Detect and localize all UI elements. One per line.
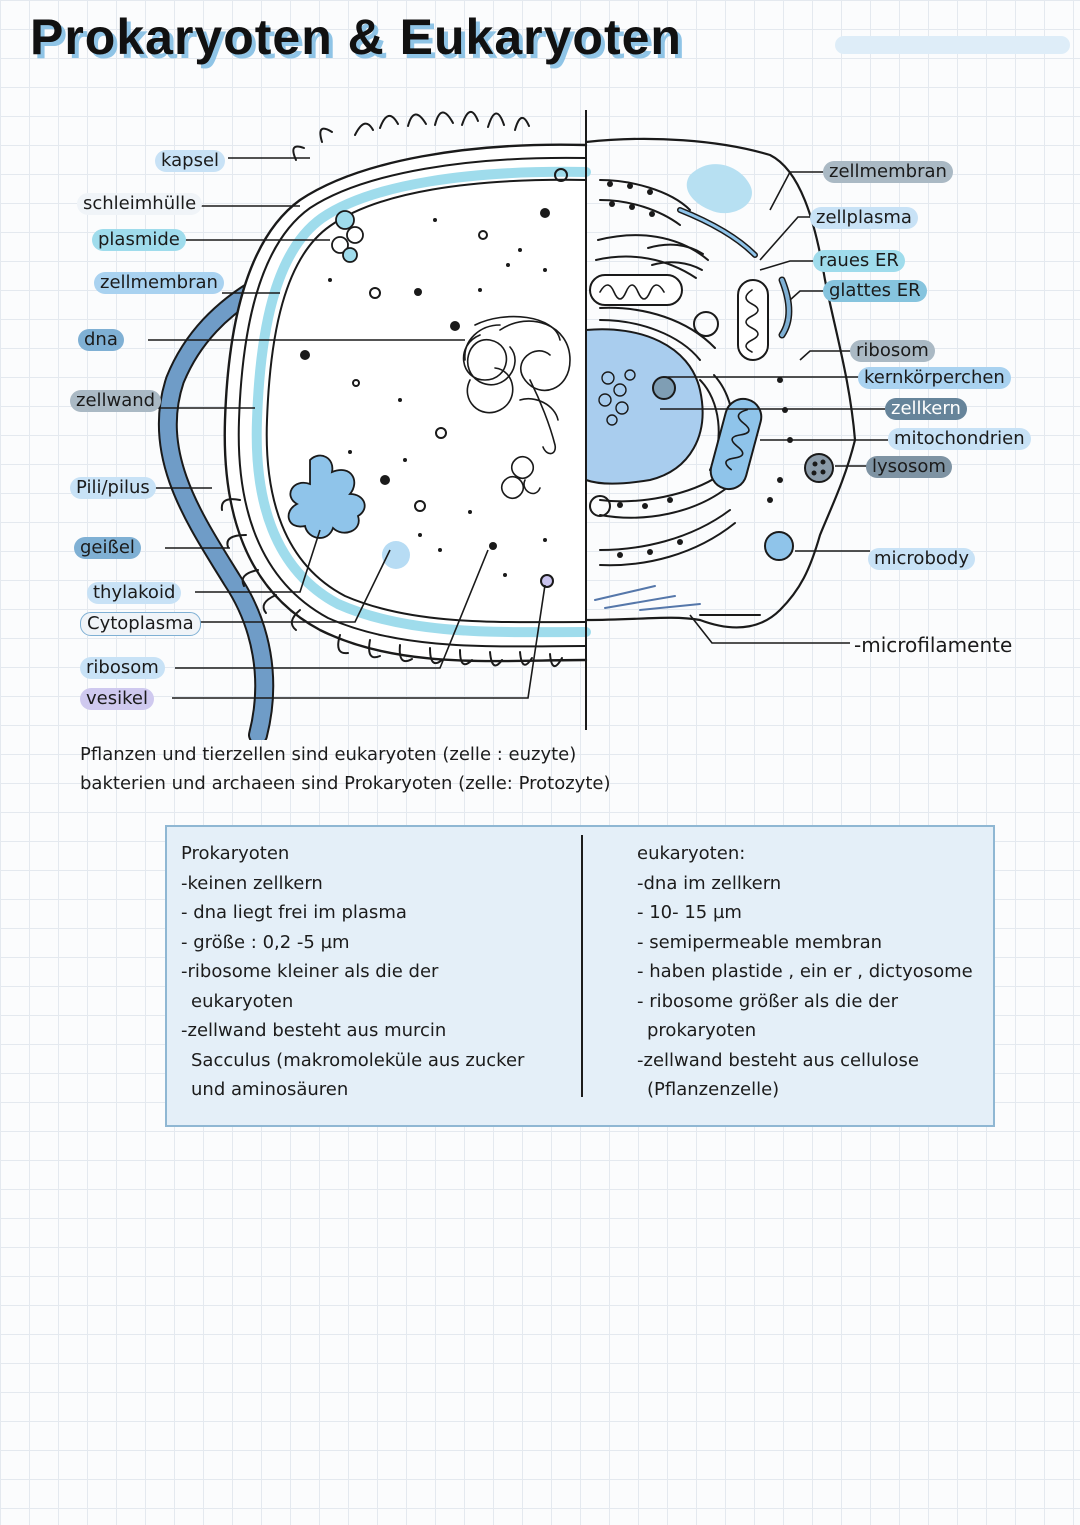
eukaryote-column: eukaryoten: -dna im zellkern - 10- 15 µm… bbox=[637, 839, 973, 1105]
label-zellmembran-left: zellmembran bbox=[94, 272, 224, 294]
list-item: Sacculus (makromoleküle aus zucker bbox=[191, 1049, 525, 1071]
zellkern-nucleus bbox=[585, 328, 704, 485]
lysosom-body bbox=[804, 453, 834, 483]
label-raues-er: raues ER bbox=[813, 250, 905, 272]
label-glattes-er: glattes ER bbox=[823, 280, 927, 302]
zellwand-band bbox=[251, 166, 591, 638]
column-heading: Prokaryoten bbox=[181, 843, 290, 864]
cell-diagram bbox=[148, 110, 888, 740]
list-item: - dna liegt frei im plasma bbox=[181, 902, 407, 923]
list-item: -zellwand besteht aus murcin bbox=[181, 1020, 447, 1041]
list-item: und aminosäuren bbox=[191, 1079, 349, 1100]
label-microfilamente: -microfilamente bbox=[854, 633, 1013, 657]
notes: Pflanzen und tierzellen sind eukaryoten … bbox=[80, 740, 610, 798]
thylakoid-membrane bbox=[287, 454, 366, 539]
list-item: (Pflanzenzelle) bbox=[647, 1079, 780, 1100]
list-item: - 10- 15 µm bbox=[637, 902, 742, 923]
list-item: eukaryoten bbox=[191, 990, 294, 1012]
list-item: -keinen zellkern bbox=[181, 872, 323, 894]
label-mitochondrien: mitochondrien bbox=[888, 428, 1031, 450]
label-schleimhuelle: schleimhülle bbox=[77, 193, 203, 215]
label-ribosom-left: ribosom bbox=[80, 657, 165, 679]
dna-coil bbox=[462, 315, 571, 455]
kapsel-outline bbox=[223, 143, 588, 663]
plasmid-2 bbox=[500, 455, 541, 500]
label-vesikel: vesikel bbox=[80, 688, 154, 710]
note-line: Pflanzen und tierzellen sind eukaryoten … bbox=[80, 744, 577, 765]
list-item: -zellwand besteht aus cellulose bbox=[637, 1049, 919, 1071]
plasmid bbox=[331, 210, 364, 263]
label-zellmembran-right: zellmembran bbox=[823, 161, 953, 183]
leader-lines bbox=[148, 157, 888, 699]
list-item: - semipermeable membran bbox=[637, 931, 883, 953]
column-heading: eukaryoten: bbox=[637, 843, 746, 864]
label-thylakoid: thylakoid bbox=[87, 582, 182, 604]
label-lysosom: lysosom bbox=[866, 456, 952, 478]
label-zellwand: zellwand bbox=[70, 390, 162, 412]
kernkoerperchen-nucleolus bbox=[652, 376, 676, 400]
eukaryote-membrane bbox=[584, 137, 857, 629]
label-dna: dna bbox=[78, 329, 124, 351]
mitochondrion-1 bbox=[589, 274, 683, 306]
label-kapsel: kapsel bbox=[155, 150, 226, 172]
microbody-body bbox=[764, 531, 794, 561]
label-zellkern: zellkern bbox=[885, 398, 967, 420]
comparison-divider bbox=[581, 835, 583, 1097]
mitochondrion-3 bbox=[709, 397, 763, 491]
page-title: Prokaryoten & Eukaryoten bbox=[30, 9, 682, 65]
list-item: - größe : 0,2 -5 µm bbox=[181, 931, 350, 953]
label-pili: Pili/pilus bbox=[70, 477, 156, 499]
prokaryote-ribosomes bbox=[300, 208, 550, 577]
label-zellplasma: zellplasma bbox=[810, 207, 918, 229]
comparison-box: Prokaryoten -keinen zellkern - dna liegt… bbox=[165, 825, 995, 1127]
label-kernkoerperchen: kernkörperchen bbox=[858, 367, 1011, 389]
zellmembran-left-outline bbox=[265, 178, 587, 624]
schleimhuelle-outline bbox=[237, 156, 587, 648]
list-item: - haben plastide , ein er , dictyosome bbox=[637, 961, 973, 982]
chromatin bbox=[598, 369, 636, 426]
label-cytoplasma: Cytoplasma bbox=[80, 612, 201, 636]
list-item: -dna im zellkern bbox=[637, 872, 782, 894]
list-item: prokaryoten bbox=[647, 1020, 757, 1041]
list-item: -ribosome kleiner als die der bbox=[181, 961, 439, 982]
list-item: - ribosome größer als die der bbox=[637, 990, 899, 1012]
label-plasmide: plasmide bbox=[92, 229, 186, 251]
title-highlight-bar bbox=[835, 36, 1070, 54]
prokaryote-column: Prokaryoten -keinen zellkern - dna liegt… bbox=[181, 839, 524, 1105]
note-line: bakterien und archaeen sind Prokaryoten … bbox=[80, 773, 611, 794]
label-geissel: geißel bbox=[74, 537, 141, 559]
label-microbody: microbody bbox=[868, 548, 975, 570]
label-ribosom-right: ribosom bbox=[850, 340, 935, 362]
mitochondrion-2 bbox=[737, 279, 769, 361]
